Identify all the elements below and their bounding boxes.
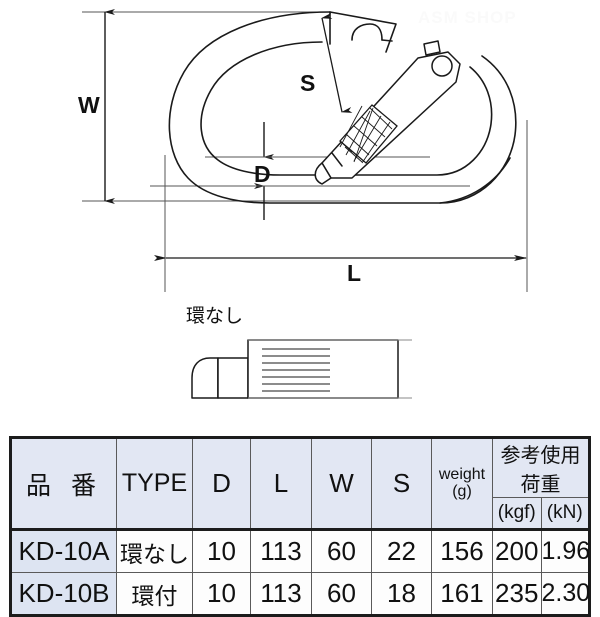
header-row-sub: (kgf) (kN)	[11, 497, 590, 530]
gate-lever	[314, 40, 461, 185]
spec-table-head: 品 番 TYPE D L W S weight (g) 参考使用荷重 (kgf)…	[10, 437, 590, 530]
cell-l: 113	[250, 572, 312, 616]
header-w: W	[311, 437, 372, 530]
header-load-kgf: (kgf)	[492, 497, 542, 530]
extension-lines	[82, 11, 528, 292]
cell-kn: 2.30	[540, 572, 590, 616]
cell-l: 113	[250, 528, 312, 573]
header-l: L	[250, 437, 312, 530]
dimension-label-l: L	[347, 260, 362, 286]
dimension-label-d: D	[254, 161, 271, 187]
header-s: S	[371, 437, 432, 530]
cell-weight: 161	[431, 572, 493, 616]
variant-caption: 環なし	[186, 305, 244, 327]
dimension-label-s: S	[300, 70, 316, 96]
table-row: KD-10B 環付 10 113 60 18 161 235 2.30	[10, 572, 590, 616]
header-weight: weight (g)	[431, 437, 493, 530]
cell-s: 18	[371, 572, 432, 616]
header-weight-line2: (g)	[452, 482, 472, 500]
header-row-main: 品 番 TYPE D L W S weight (g) 参考使用荷重	[10, 437, 590, 530]
watermark-text: ASM SHOP	[418, 8, 517, 27]
spec-table-container: 品 番 TYPE D L W S weight (g) 参考使用荷重 (kgf)…	[9, 436, 591, 617]
technical-drawing-area: ASM SHOP W S D L 環なし	[78, 8, 528, 399]
cell-type: 環付	[116, 572, 193, 616]
carabiner-body	[168, 11, 517, 204]
gate-detail-view	[191, 339, 412, 399]
header-weight-line1: weight	[438, 465, 486, 483]
carabiner-drawing-svg	[82, 9, 528, 399]
cell-d: 10	[192, 572, 251, 616]
dimension-label-w: W	[78, 92, 100, 118]
spec-table: 品 番 TYPE D L W S weight (g) 参考使用荷重 (kgf)…	[9, 436, 591, 617]
cell-part-number: KD-10B	[10, 572, 117, 616]
cell-w: 60	[311, 528, 372, 573]
cell-type: 環なし	[116, 528, 193, 573]
dimension-s	[321, 12, 353, 113]
cell-kn: 1.96	[540, 528, 590, 573]
cell-kgf: 235	[492, 572, 542, 616]
spec-table-body: KD-10A 環なし 10 113 60 22 156 200 1.96 KD-…	[10, 528, 590, 616]
cell-kgf: 200	[492, 528, 542, 573]
header-type: TYPE	[116, 437, 193, 530]
header-load-kn: (kN)	[540, 497, 590, 530]
cell-s: 22	[371, 528, 432, 573]
cell-d: 10	[192, 528, 251, 573]
cell-weight: 156	[431, 528, 493, 573]
dimension-d	[150, 122, 470, 220]
cell-part-number: KD-10A	[10, 528, 117, 573]
header-d: D	[192, 437, 251, 530]
table-row: KD-10A 環なし 10 113 60 22 156 200 1.96	[10, 528, 590, 573]
cell-w: 60	[311, 572, 372, 616]
header-load-group: 参考使用荷重	[492, 437, 590, 498]
knurled-sleeve	[339, 104, 398, 164]
header-part-number: 品 番	[10, 437, 117, 530]
